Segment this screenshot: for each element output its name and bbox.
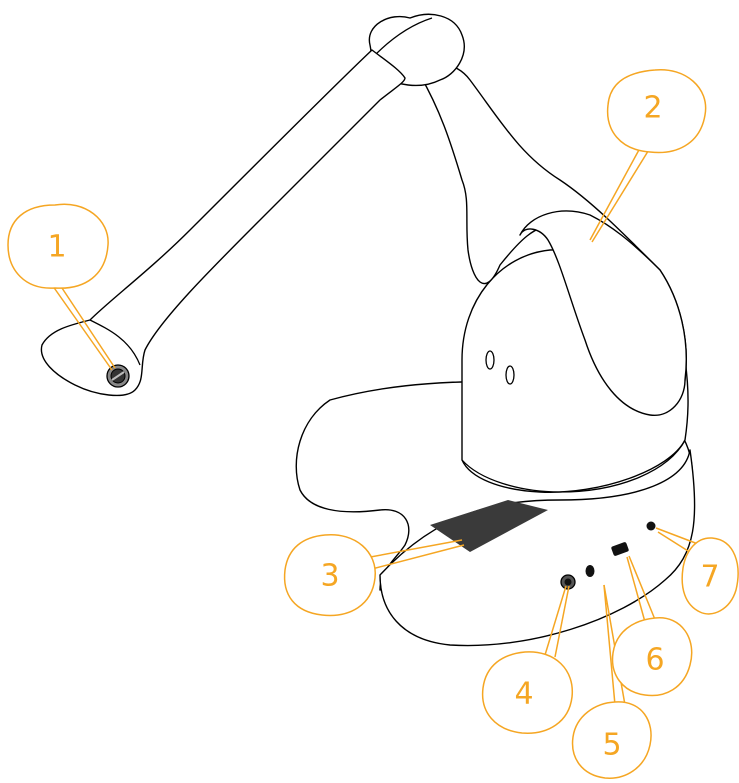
callout-5-label: 5 xyxy=(602,728,621,763)
callout-1-label: 1 xyxy=(47,230,66,265)
callout-4-label: 4 xyxy=(514,677,533,712)
callout-2: 2 xyxy=(590,70,706,242)
port-round-connector-inner xyxy=(565,579,572,586)
port-small-hole xyxy=(586,565,595,577)
callout-2-label: 2 xyxy=(643,91,662,126)
callout-6-label: 6 xyxy=(645,643,664,678)
port-small-hole-right xyxy=(647,522,656,531)
dome-hole-1 xyxy=(486,351,494,369)
callout-3-label: 3 xyxy=(320,559,339,594)
dome-hole-2 xyxy=(506,366,514,384)
callout-7-label: 7 xyxy=(700,560,719,595)
